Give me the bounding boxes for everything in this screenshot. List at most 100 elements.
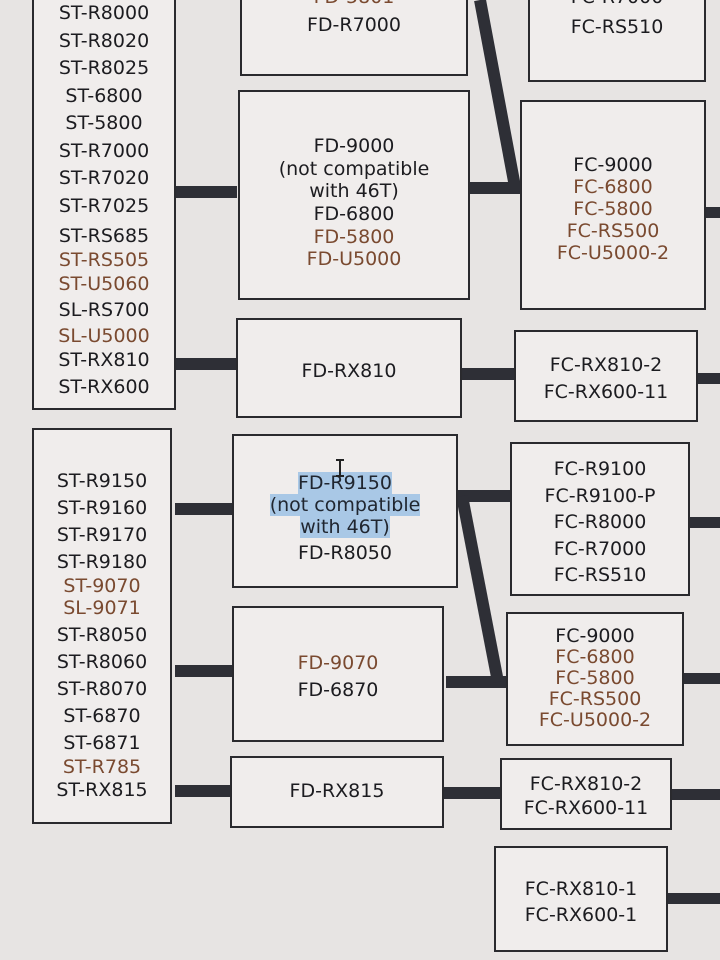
list-item: FC-RX810-2 [549,354,663,376]
list-item: FC-RX600-11 [523,797,649,819]
list-item: FC-6800 [555,646,635,668]
connector-line [668,893,720,904]
list-item: ST-R8050 [56,624,148,646]
list-item: FD-9070 [297,652,379,674]
crank-list: FC-RX810-2 FC-RX600-11 [502,772,670,820]
highlighted-text[interactable]: FD-R9150 [298,472,392,494]
list-item: ST-R8000 [58,2,150,24]
connector-line [175,665,233,677]
list-item: FC-R7000 [553,537,647,560]
highlighted-text[interactable]: (not compatible [269,494,421,516]
crank-list: FC-R7000 FC-RS510 [530,0,704,38]
list-item: FC-RS510 [570,16,664,38]
list-item: ST-R9150 [56,470,148,492]
list-item: ST-R7000 [58,139,150,162]
list-item: FC-R8000 [553,511,647,533]
crank-list: FC-R9100 FC-R9100-P FC-R8000 FC-R7000 FC… [512,456,688,589]
crank-box-3: FC-RX810-2 FC-RX600-11 [514,330,698,422]
crank-box-6: FC-RX810-2 FC-RX600-11 [500,758,672,830]
list-item: SL-9071 [63,597,141,619]
list-item: ST-6870 [63,705,141,727]
crank-list: FC-9000 FC-6800 FC-5800 FC-RS500 FC-U500… [508,626,682,731]
list-item: ST-R9180 [56,551,148,573]
list-item: with 46T) [309,180,399,202]
list-item: ST-R7025 [58,194,150,217]
connector-line [456,490,512,502]
list-item: FC-R9100-P [544,484,656,507]
derailleur-list: FD-9000 (not compatible with 46T) FD-680… [240,134,468,270]
crank-box-4: FC-R9100 FC-R9100-P FC-R8000 FC-R7000 FC… [510,442,690,596]
list-item: FD-9000 [313,135,395,157]
list-item: FC-R9100 [553,458,647,480]
list-item: ST-R8025 [58,57,150,79]
list-item: ST-RX810 [58,348,150,371]
list-item: FD-U5000 [306,248,402,270]
list-item: FC-RS500 [548,688,642,710]
list-item: ST-9070 [63,575,141,597]
connector-line [672,789,720,800]
list-item: ST-R8060 [56,651,148,673]
derailleur-list: FD-RX815 [232,780,442,803]
derailleur-box-1: FD-5801 FD-R7000 [240,0,468,76]
list-item: SL-RS700 [58,299,150,321]
derailleur-list: FD-9070 FD-6870 [234,650,442,704]
list-item: FC-RX810-1 [524,878,638,900]
connector-line [684,673,720,684]
derailleur-box-5: FD-9070 FD-6870 [232,606,444,742]
list-item: ST-R9170 [56,524,148,546]
shifter-group-2: ST-R9150 ST-R9160 ST-R9170 ST-R9180 ST-9… [32,428,172,824]
list-item: ST-RX815 [56,779,148,801]
list-item: FC-5800 [573,198,653,220]
list-item: FC-RS510 [553,564,647,586]
list-item: ST-R7020 [58,167,150,189]
derailleur-box-6: FD-RX815 [230,756,444,828]
list-item: ST-RS505 [58,249,150,271]
list-item: FD-RX810 [301,360,397,382]
list-item: FD-5800 [313,226,395,248]
connector-line [466,182,522,194]
connector-line [175,503,237,515]
crank-box-7: FC-RX810-1 FC-RX600-1 [494,846,668,952]
list-item: FD-R7000 [307,14,401,36]
connector-line [460,368,516,380]
text-cursor-icon [336,459,344,477]
derailleur-list: FD-R9150 (not compatible with 46T) FD-R8… [234,472,456,564]
list-item: FD-5801 [314,0,395,8]
list-item: ST-R785 [62,756,142,778]
list-item: ST-RX600 [58,376,150,398]
shifter-list: ST-R9150 ST-R9160 ST-R9170 ST-R9180 ST-9… [34,468,170,804]
derailleur-box-4: FD-R9150 (not compatible with 46T) FD-R8… [232,434,458,588]
connector-line [175,358,237,370]
highlighted-text[interactable]: with 46T) [300,516,390,538]
shifter-list: ST-R8000 ST-R8020 ST-R8025 ST-6800 ST-58… [34,0,174,400]
crank-box-2: FC-9000 FC-6800 FC-5800 FC-RS500 FC-U500… [520,100,706,310]
list-item: ST-U5060 [58,273,150,295]
diagonal-connector-line [456,494,504,684]
list-item: FC-R7000 [571,0,664,8]
crank-list: FC-9000 FC-6800 FC-5800 FC-RS500 FC-U500… [522,154,704,264]
list-item: ST-R9160 [56,497,148,519]
connector-line [444,787,502,799]
derailleur-list: FD-RX810 [238,360,460,383]
list-item: FD-RX815 [289,780,385,802]
list-item: FC-9000 [573,154,653,176]
connector-line [690,517,720,528]
connector-line [697,373,720,384]
connector-line [705,207,720,218]
list-item: FD-R9150 [298,472,392,494]
list-item: ST-R8020 [58,29,150,52]
list-item: FC-5800 [555,667,635,689]
list-item: ST-R8070 [56,678,148,700]
list-item: ST-6800 [65,84,143,107]
list-item: with 46T) [300,516,390,538]
list-item: FC-RS500 [566,220,660,242]
list-item: FD-6870 [297,679,379,701]
list-item: FC-RX600-11 [543,381,669,403]
list-item: ST-RS685 [58,225,150,247]
derailleur-box-3: FD-RX810 [236,318,462,418]
connector-line [175,785,230,797]
list-item: FD-6800 [313,203,395,225]
list-item: FC-U5000-2 [556,242,670,264]
crank-box-5: FC-9000 FC-6800 FC-5800 FC-RS500 FC-U500… [506,612,684,746]
list-item: FC-U5000-2 [538,709,652,731]
